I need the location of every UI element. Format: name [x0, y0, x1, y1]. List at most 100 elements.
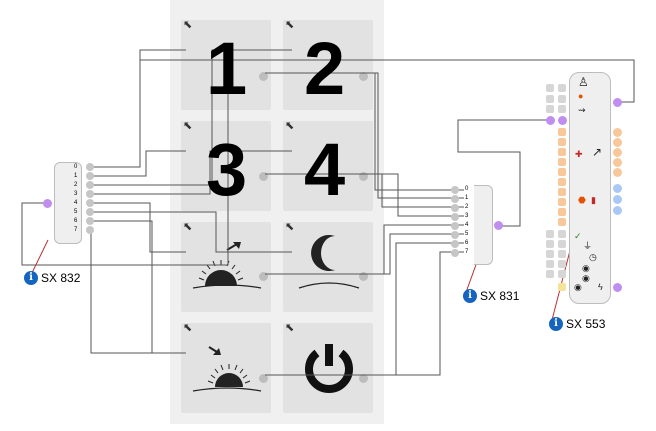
module-port[interactable]: [451, 195, 459, 203]
module-port[interactable]: [546, 116, 555, 125]
tile-port[interactable]: [259, 172, 268, 181]
module-port[interactable]: [558, 208, 566, 216]
module-port[interactable]: [451, 213, 459, 221]
module-pin: 7: [74, 227, 78, 233]
module-port[interactable]: [451, 249, 459, 257]
module-pin: 1: [74, 173, 78, 179]
module-port[interactable]: [558, 116, 567, 125]
module-port[interactable]: [558, 188, 566, 196]
tile-sunrise[interactable]: ⬉: [181, 222, 271, 312]
info-icon: i: [549, 317, 563, 331]
tile-moon[interactable]: ⬉: [283, 222, 373, 312]
pointer-cursor-icon: ⬉: [183, 120, 193, 132]
cross-arrow-icon: ✚: [575, 149, 583, 159]
module-pin: 0: [74, 164, 78, 170]
module-pin: 5: [465, 231, 469, 237]
pointer-cursor-icon: ⬉: [183, 322, 193, 334]
module-port[interactable]: [451, 186, 459, 194]
module-port[interactable]: [613, 128, 622, 137]
sunset-icon: [192, 346, 262, 392]
module-port[interactable]: [86, 208, 94, 216]
module-port[interactable]: [558, 250, 566, 258]
module-port[interactable]: [546, 230, 554, 238]
tile-port[interactable]: [359, 72, 368, 81]
module-output-port[interactable]: [494, 221, 503, 230]
tile-port[interactable]: [359, 374, 368, 383]
pointer-cursor-icon: ⬉: [183, 19, 193, 31]
crescent-moon-icon: [298, 235, 360, 289]
module-port[interactable]: [86, 163, 94, 171]
tile-2[interactable]: ⬉: [283, 20, 373, 110]
module-port[interactable]: [451, 222, 459, 230]
module-port[interactable]: [558, 240, 566, 248]
module-label-sx831[interactable]: i SX 831: [463, 289, 519, 303]
module-port[interactable]: [558, 95, 566, 103]
module-port[interactable]: [558, 158, 566, 166]
module-port[interactable]: [86, 172, 94, 180]
tile-sunset[interactable]: ⬉: [181, 323, 271, 413]
module-port[interactable]: [613, 158, 622, 167]
module-port[interactable]: [451, 231, 459, 239]
module-label-sx553[interactable]: i SX 553: [549, 317, 605, 331]
module-port[interactable]: [613, 98, 622, 107]
module-port[interactable]: [558, 283, 566, 291]
tile-port[interactable]: [259, 374, 268, 383]
module-port[interactable]: [546, 84, 554, 92]
module-input-port[interactable]: [43, 199, 52, 208]
tile-port[interactable]: [259, 272, 268, 281]
tile-power[interactable]: ⬉: [283, 323, 373, 413]
module-port[interactable]: [558, 138, 566, 146]
module-port[interactable]: [613, 283, 622, 292]
pointer-cursor-icon: ⬉: [285, 19, 295, 31]
module-pin: 3: [465, 213, 469, 219]
motion-icon: ⇝: [578, 105, 586, 115]
module-port[interactable]: [546, 270, 554, 278]
module-port[interactable]: [613, 184, 622, 193]
module-port[interactable]: [558, 105, 566, 113]
module-port[interactable]: [86, 226, 94, 234]
module-sx553[interactable]: [569, 72, 611, 304]
module-port[interactable]: [86, 199, 94, 207]
tile-3[interactable]: ⬉: [181, 121, 271, 211]
module-port[interactable]: [558, 168, 566, 176]
module-label-text: SX 831: [480, 289, 520, 303]
clock-icon: ◷: [589, 252, 597, 262]
module-port[interactable]: [558, 128, 566, 136]
module-port[interactable]: [546, 105, 554, 113]
module-port[interactable]: [546, 95, 554, 103]
module-port[interactable]: [546, 260, 554, 268]
tile-port[interactable]: [359, 172, 368, 181]
lightning-icon: ϟ: [598, 282, 603, 292]
module-port[interactable]: [558, 260, 566, 268]
module-port[interactable]: [613, 148, 622, 157]
module-sx832[interactable]: [54, 162, 82, 244]
module-port[interactable]: [558, 230, 566, 238]
module-port[interactable]: [558, 148, 566, 156]
module-port[interactable]: [451, 204, 459, 212]
module-port[interactable]: [613, 195, 622, 204]
module-port[interactable]: [613, 206, 622, 215]
module-pin: 4: [74, 200, 78, 206]
tile-1[interactable]: ⬉: [181, 20, 271, 110]
person-icon: ♙: [578, 75, 589, 89]
module-port[interactable]: [546, 250, 554, 258]
person-running-icon: ●: [578, 91, 584, 101]
module-port[interactable]: [86, 217, 94, 225]
module-label-sx832[interactable]: i SX 832: [24, 271, 80, 285]
module-port[interactable]: [613, 168, 622, 177]
module-port[interactable]: [546, 240, 554, 248]
module-port[interactable]: [86, 190, 94, 198]
module-port[interactable]: [558, 218, 566, 226]
module-port[interactable]: [558, 178, 566, 186]
tile-port[interactable]: [259, 72, 268, 81]
module-port[interactable]: [86, 181, 94, 189]
module-sx831[interactable]: [474, 185, 493, 265]
module-port[interactable]: [558, 198, 566, 206]
module-pin: 0: [465, 186, 469, 192]
module-port[interactable]: [558, 84, 566, 92]
module-port[interactable]: [613, 138, 622, 147]
module-port[interactable]: [558, 270, 566, 278]
module-port[interactable]: [451, 240, 459, 248]
tile-4[interactable]: ⬉: [283, 121, 373, 211]
module-pin: 3: [74, 191, 78, 197]
